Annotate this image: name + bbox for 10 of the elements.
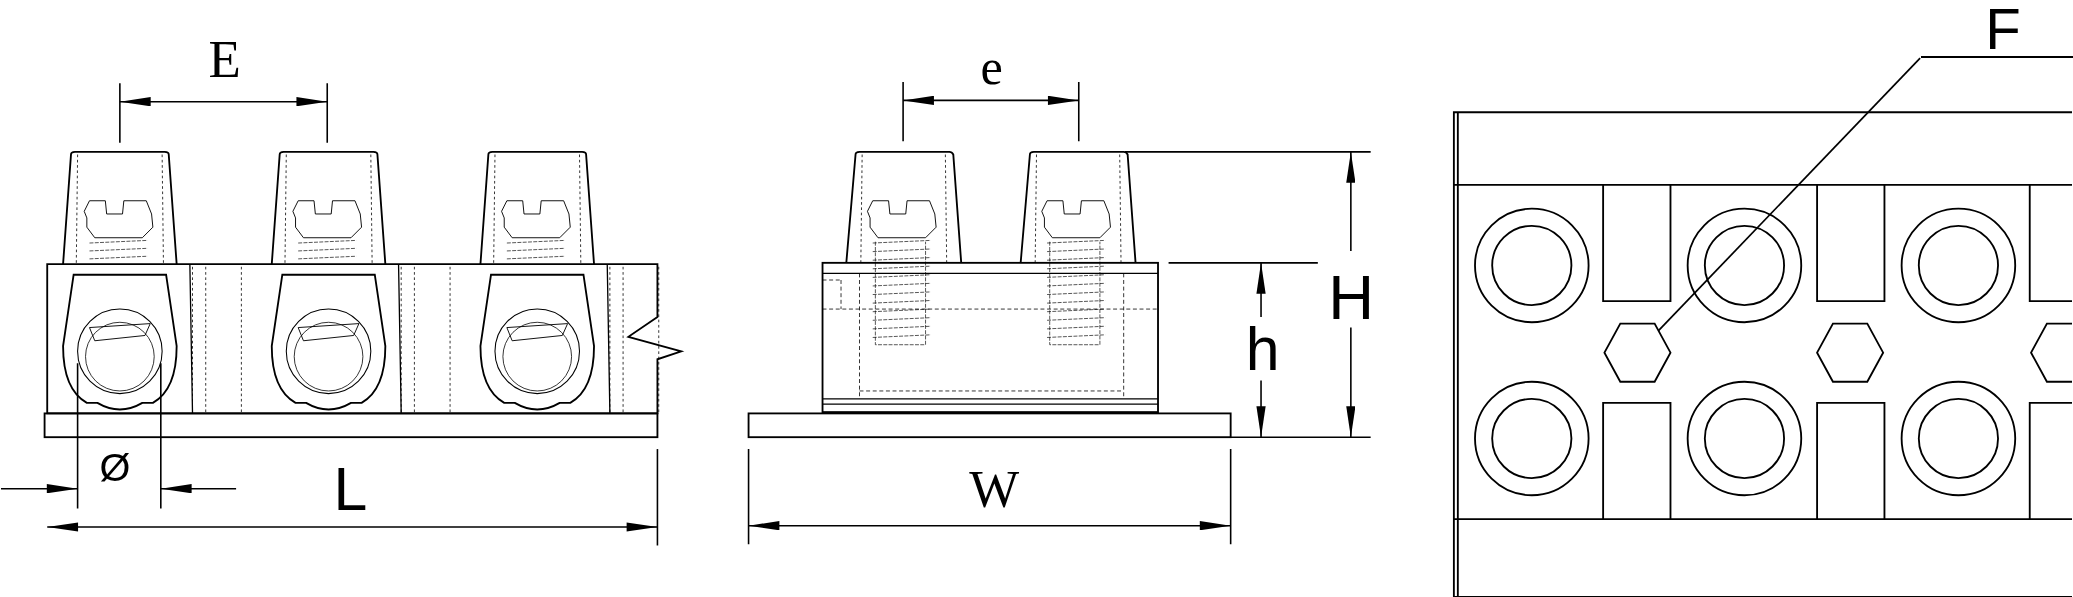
dimension-label: e [980, 42, 1003, 93]
callout-label: F [1920, 0, 2073, 59]
dimension-label: W [969, 462, 1020, 516]
hex-nut [1603, 322, 1672, 383]
dimension-label: Ø [99, 448, 131, 488]
dimension-label: h [1245, 318, 1280, 380]
dimension-label: H [1328, 265, 1375, 330]
leader-line [1657, 57, 1921, 332]
dimension-label: L [333, 458, 368, 520]
dimension-label: E [208, 33, 241, 86]
